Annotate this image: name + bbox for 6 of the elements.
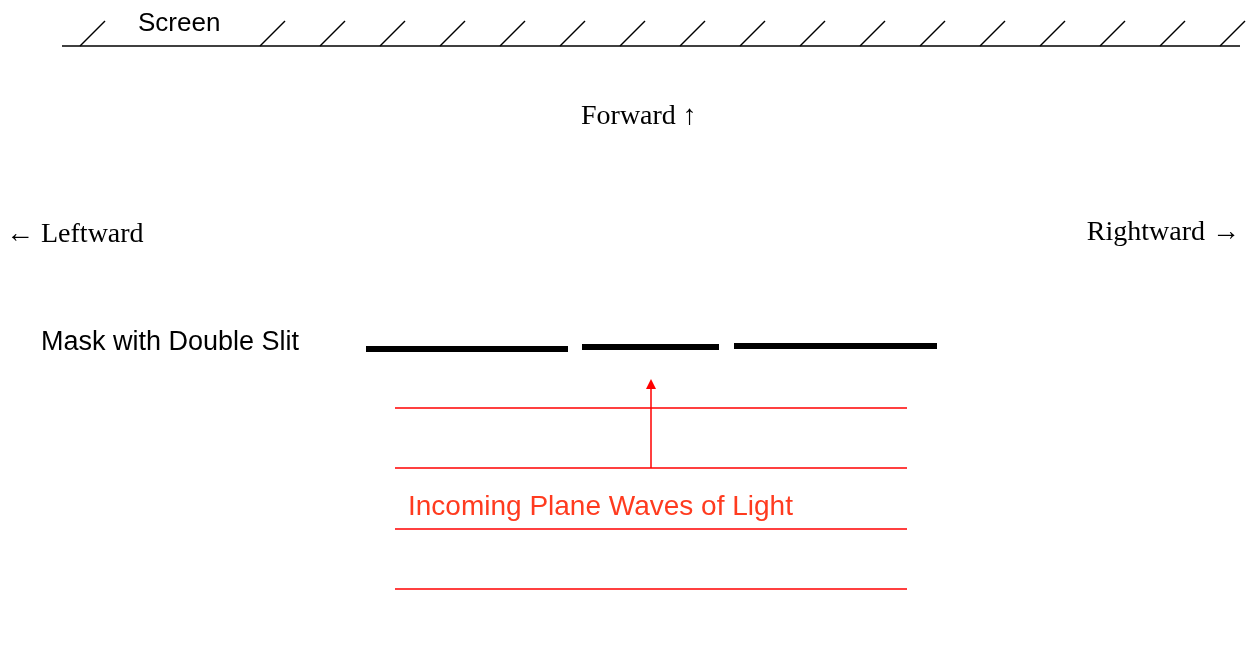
wave-label: Incoming Plane Waves of Light [408, 489, 793, 523]
direction-label: Forward ↑ [581, 98, 697, 132]
direction-label: Rightward → [1086, 214, 1240, 248]
mask-label: Mask with Double Slit [41, 325, 300, 358]
direction-label: ← Leftward [6, 216, 144, 250]
screen-label: Screen [138, 7, 221, 39]
